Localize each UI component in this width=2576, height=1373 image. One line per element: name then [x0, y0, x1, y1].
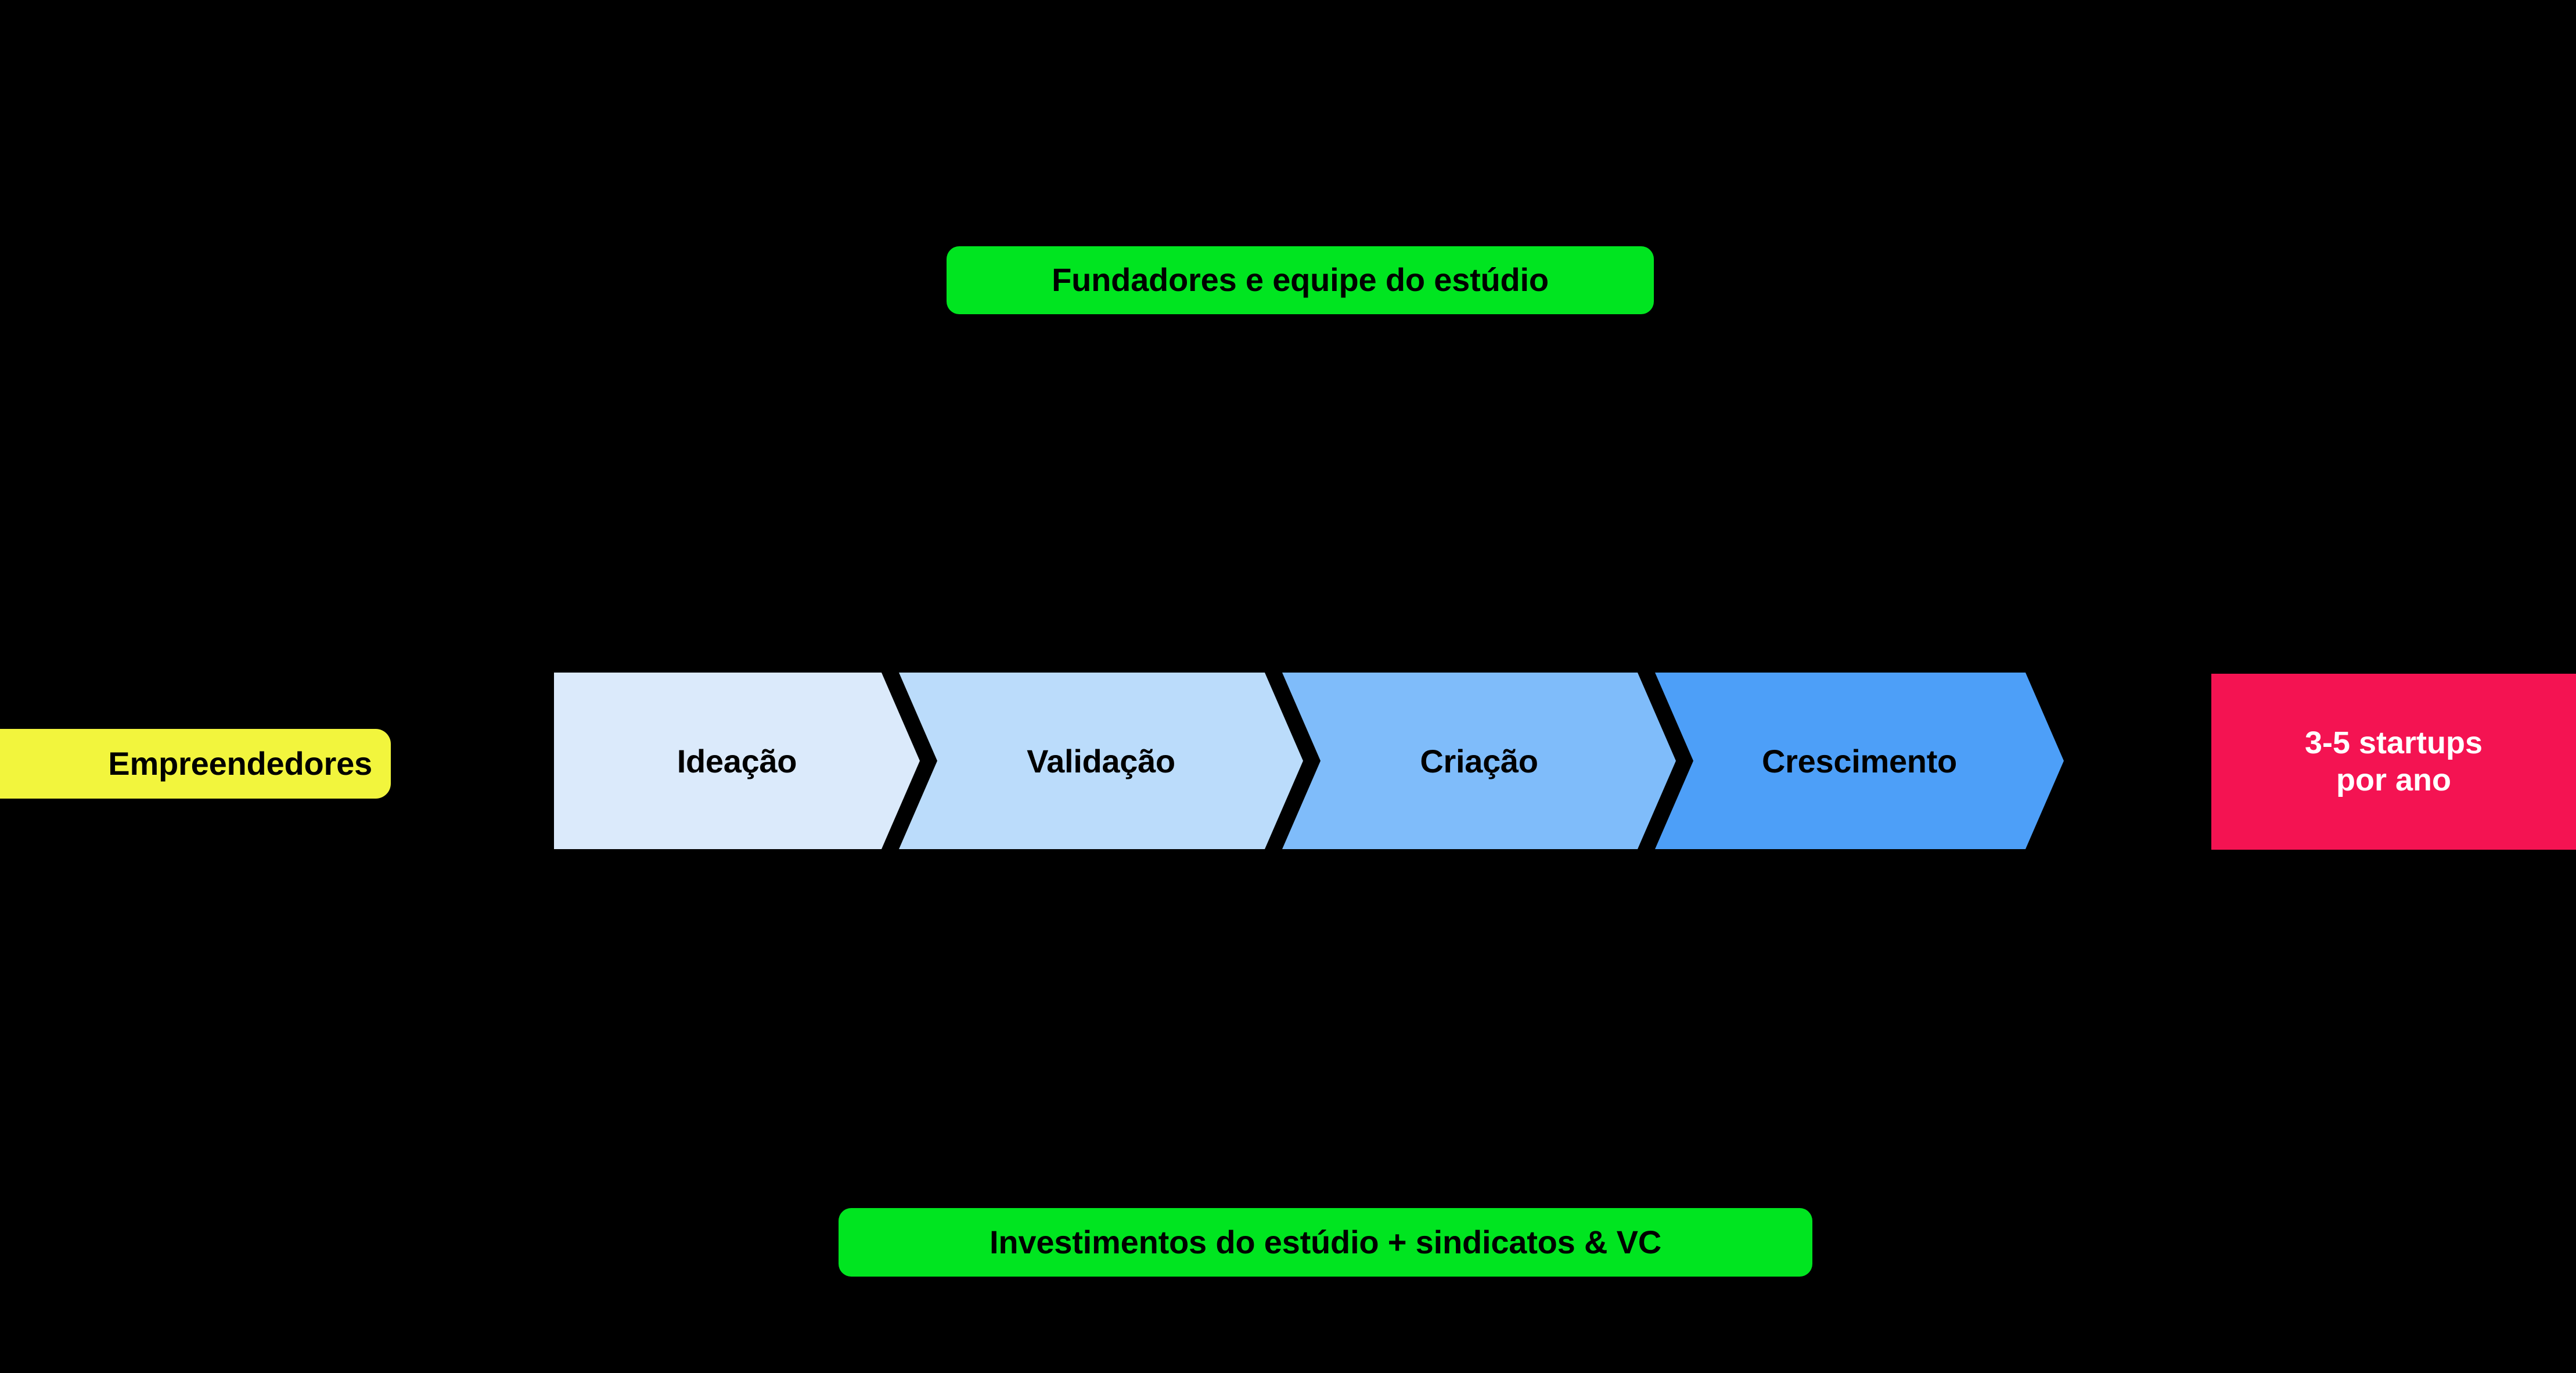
- badge-output: 3-5 startups por ano: [2211, 674, 2576, 850]
- stage-chevron-criacao[interactable]: Criação: [1282, 673, 1676, 849]
- stage-chevron-validacao[interactable]: Validação: [899, 673, 1303, 849]
- badge-investments-label: Investimentos do estúdio + sindicatos & …: [990, 1223, 1661, 1260]
- stage-label-crescimento: Crescimento: [1762, 742, 1957, 779]
- badge-investments: Investimentos do estúdio + sindicatos & …: [839, 1208, 1812, 1277]
- stage-label-ideacao: Ideação: [677, 742, 797, 779]
- stage-label-validacao: Validação: [1027, 742, 1175, 779]
- stage-chevron-crescimento[interactable]: Crescimento: [1655, 673, 2064, 849]
- badge-founders-label: Fundadores e equipe do estúdio: [1052, 261, 1549, 299]
- badge-entrepreneurs-label: Empreendedores: [108, 745, 372, 782]
- stage-chevron-ideacao[interactable]: Ideação: [554, 673, 920, 849]
- badge-founders: Fundadores e equipe do estúdio: [947, 246, 1654, 314]
- badge-output-text: 3-5 startups por ano: [2305, 725, 2483, 799]
- badge-entrepreneurs: Empreendedores: [0, 729, 391, 799]
- badge-output-line1: 3-5 startups: [2304, 725, 2483, 760]
- badge-output-line2: por ano: [2336, 762, 2451, 797]
- stage-label-criacao: Criação: [1420, 742, 1538, 779]
- process-pipeline: Ideação Validação Criação Crescimento: [554, 673, 2064, 849]
